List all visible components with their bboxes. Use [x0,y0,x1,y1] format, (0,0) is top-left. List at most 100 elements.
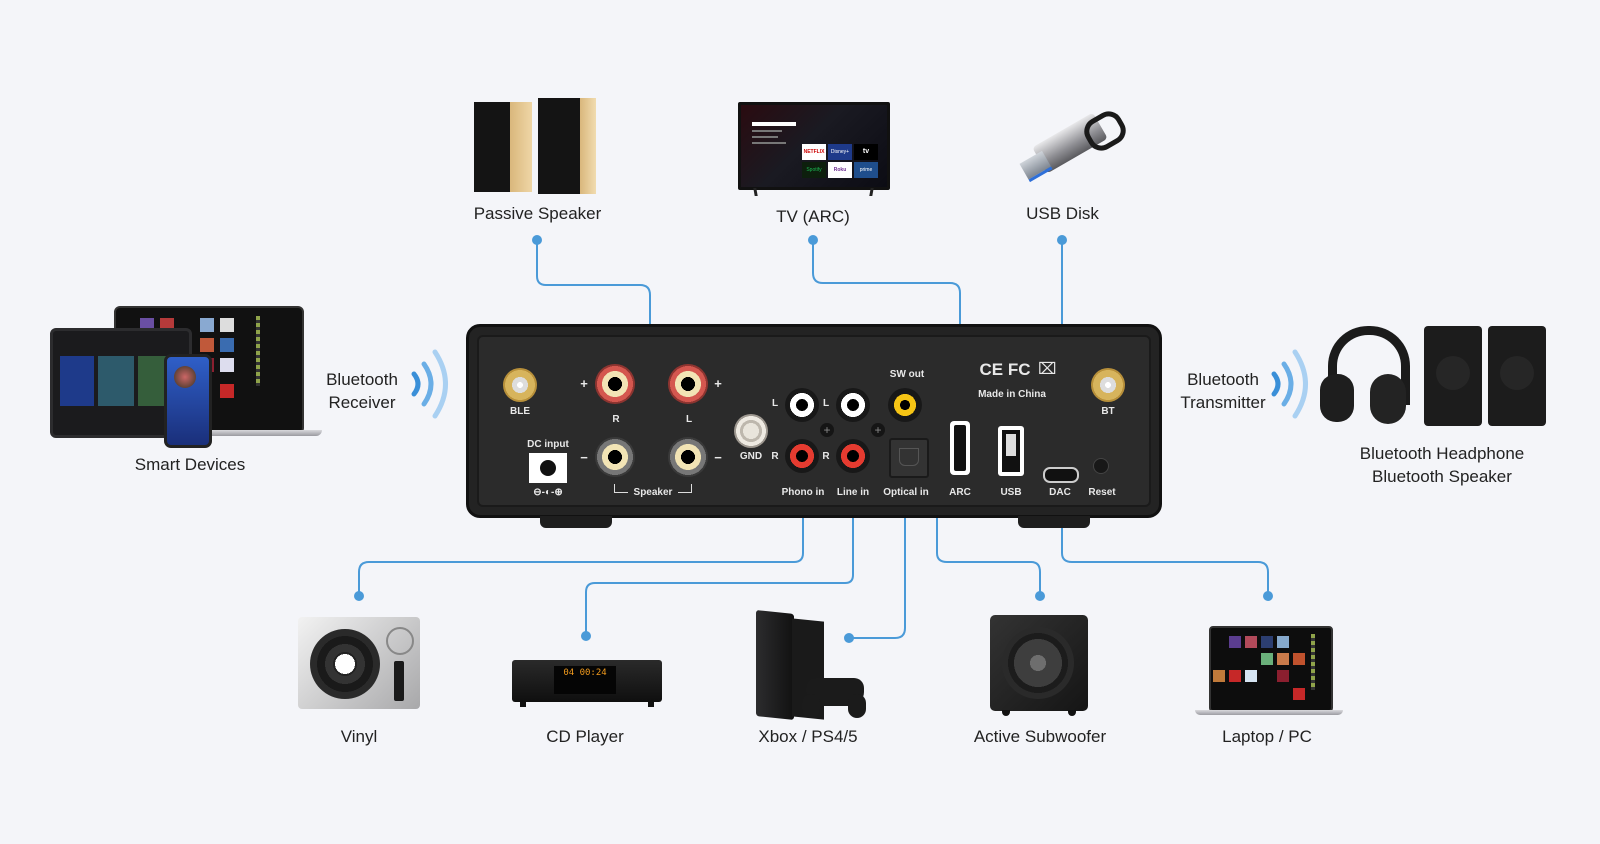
smart-devices-label: Smart Devices [134,455,246,474]
passive-speaker-label: Passive Speaker [473,204,602,223]
phono-l-label: L [771,398,779,409]
wire-vinyl [358,500,804,595]
wire-dot-cd-player [581,631,591,641]
arc-label: ARC [949,487,971,498]
laptop-device [1195,626,1343,716]
arc-hdmi-port[interactable] [950,421,970,475]
sw-out-jack[interactable] [888,388,922,422]
tv-app-netflix: NETFLIX [802,144,826,160]
cd-player-label: CD Player [546,727,624,746]
phono-in-l-jack[interactable] [785,388,819,422]
speaker-terminal-r-minus[interactable] [595,437,635,477]
tv-app-disney: Disney+ [828,144,852,160]
bt-receiver-label: Bluetooth Receiver [312,368,412,414]
cd-player-device: 04 00:24 [512,660,662,708]
usb-disk-label: USB Disk [1026,204,1099,223]
tv-app-roku: Roku [828,162,852,178]
usb-disk-device [1015,106,1131,190]
line-r-label: R [822,451,830,462]
sw-out-label: SW out [889,369,925,380]
usb-port[interactable] [998,426,1024,476]
screw-2: + [871,423,885,437]
dac-usb-c-port[interactable] [1043,467,1079,483]
speaker-group-label: Speaker [628,487,678,498]
speaker-terminal-r-plus[interactable] [595,364,635,404]
vinyl-label: Vinyl [340,727,378,746]
reset-button[interactable] [1093,458,1109,474]
console-device [756,610,866,722]
dc-input-label: DC input [527,439,569,450]
line-in-r-jack[interactable] [836,439,870,473]
console-label: Xbox / PS4/5 [758,727,858,746]
bt-antenna-port[interactable] [1091,368,1125,402]
tv-label: TV (ARC) [776,207,850,226]
dc-polarity-label: ⊖-◐-⊕ [533,487,563,498]
bluetooth-transmitter-waves-icon [1271,349,1308,419]
gnd-terminal[interactable] [734,414,768,448]
bt-outputs-line2: Bluetooth Speaker [1372,467,1512,486]
wire-laptop [1061,500,1269,595]
bt-output-devices [1320,326,1550,436]
ble-label: BLE [510,406,530,417]
cd-display: 04 00:24 [563,668,607,678]
wire-dot-passive-speaker [532,235,542,245]
bt-receiver-line1: Bluetooth [326,370,398,389]
minus-sign-r: − [580,450,588,465]
wire-dot-laptop [1263,591,1273,601]
subwoofer-label: Active Subwoofer [973,727,1107,746]
tv-device: NETFLIX Disney+ tv Spotify Roku prime [738,102,890,198]
speaker-terminal-l-plus[interactable] [668,364,708,404]
amplifier-foot-right [1018,516,1090,528]
bt-outputs-line1: Bluetooth Headphone [1359,444,1525,463]
bt-label: BT [1101,406,1115,417]
vinyl-device [298,617,420,709]
wire-console [849,500,906,639]
amplifier-rear-panel [466,324,1162,518]
wire-passive-speaker [536,240,651,425]
wire-dot-usb-disk [1057,235,1067,245]
wire-tv-arc [812,240,961,420]
dc-input-port[interactable] [529,453,567,483]
phono-in-r-jack[interactable] [785,439,819,473]
passive-speaker-device [470,96,610,196]
speaker-r-label: R [612,414,620,425]
laptop-label: Laptop / PC [1222,727,1312,746]
optical-in-port[interactable] [889,438,929,478]
amplifier-foot-left [540,516,612,528]
weee-bin-icon: ⌧ [1038,361,1057,378]
smart-devices-device [50,306,322,448]
minus-sign-l: − [714,450,722,465]
phono-r-label: R [771,451,779,462]
made-in-label: Made in China [978,389,1046,400]
screw-1: + [820,423,834,437]
speaker-terminal-l-minus[interactable] [668,437,708,477]
wire-dot-console [844,633,854,643]
bt-transmitter-line2: Transmitter [1180,393,1266,412]
tv-app-prime: prime [854,162,878,178]
phono-in-label: Phono in [781,487,825,498]
ble-antenna-port[interactable] [503,368,537,402]
bt-outputs-label: Bluetooth Headphone Bluetooth Speaker [1342,442,1542,488]
wire-dot-subwoofer [1035,591,1045,601]
line-in-label: Line in [836,487,870,498]
optical-in-label: Optical in [883,487,929,498]
speaker-l-label: L [685,414,693,425]
certification-marks: CE FC [979,360,1031,379]
bluetooth-receiver-waves-icon [411,349,448,419]
tv-app-appletv: tv [854,144,878,160]
bt-receiver-line2: Receiver [328,393,396,412]
plus-sign-r: + [580,376,588,391]
subwoofer-device [990,615,1090,717]
plus-sign-l: + [714,376,722,391]
bt-transmitter-line1: Bluetooth [1187,370,1259,389]
reset-label: Reset [1088,487,1116,498]
wire-cd-player [585,500,854,636]
line-in-l-jack[interactable] [836,388,870,422]
wire-dot-tv [808,235,818,245]
dac-label: DAC [1049,487,1071,498]
gnd-label: GND [739,451,763,462]
bt-transmitter-label: Bluetooth Transmitter [1168,368,1278,414]
usb-label: USB [1000,487,1022,498]
tv-app-spotify: Spotify [802,162,826,178]
wire-dot-vinyl [354,591,364,601]
